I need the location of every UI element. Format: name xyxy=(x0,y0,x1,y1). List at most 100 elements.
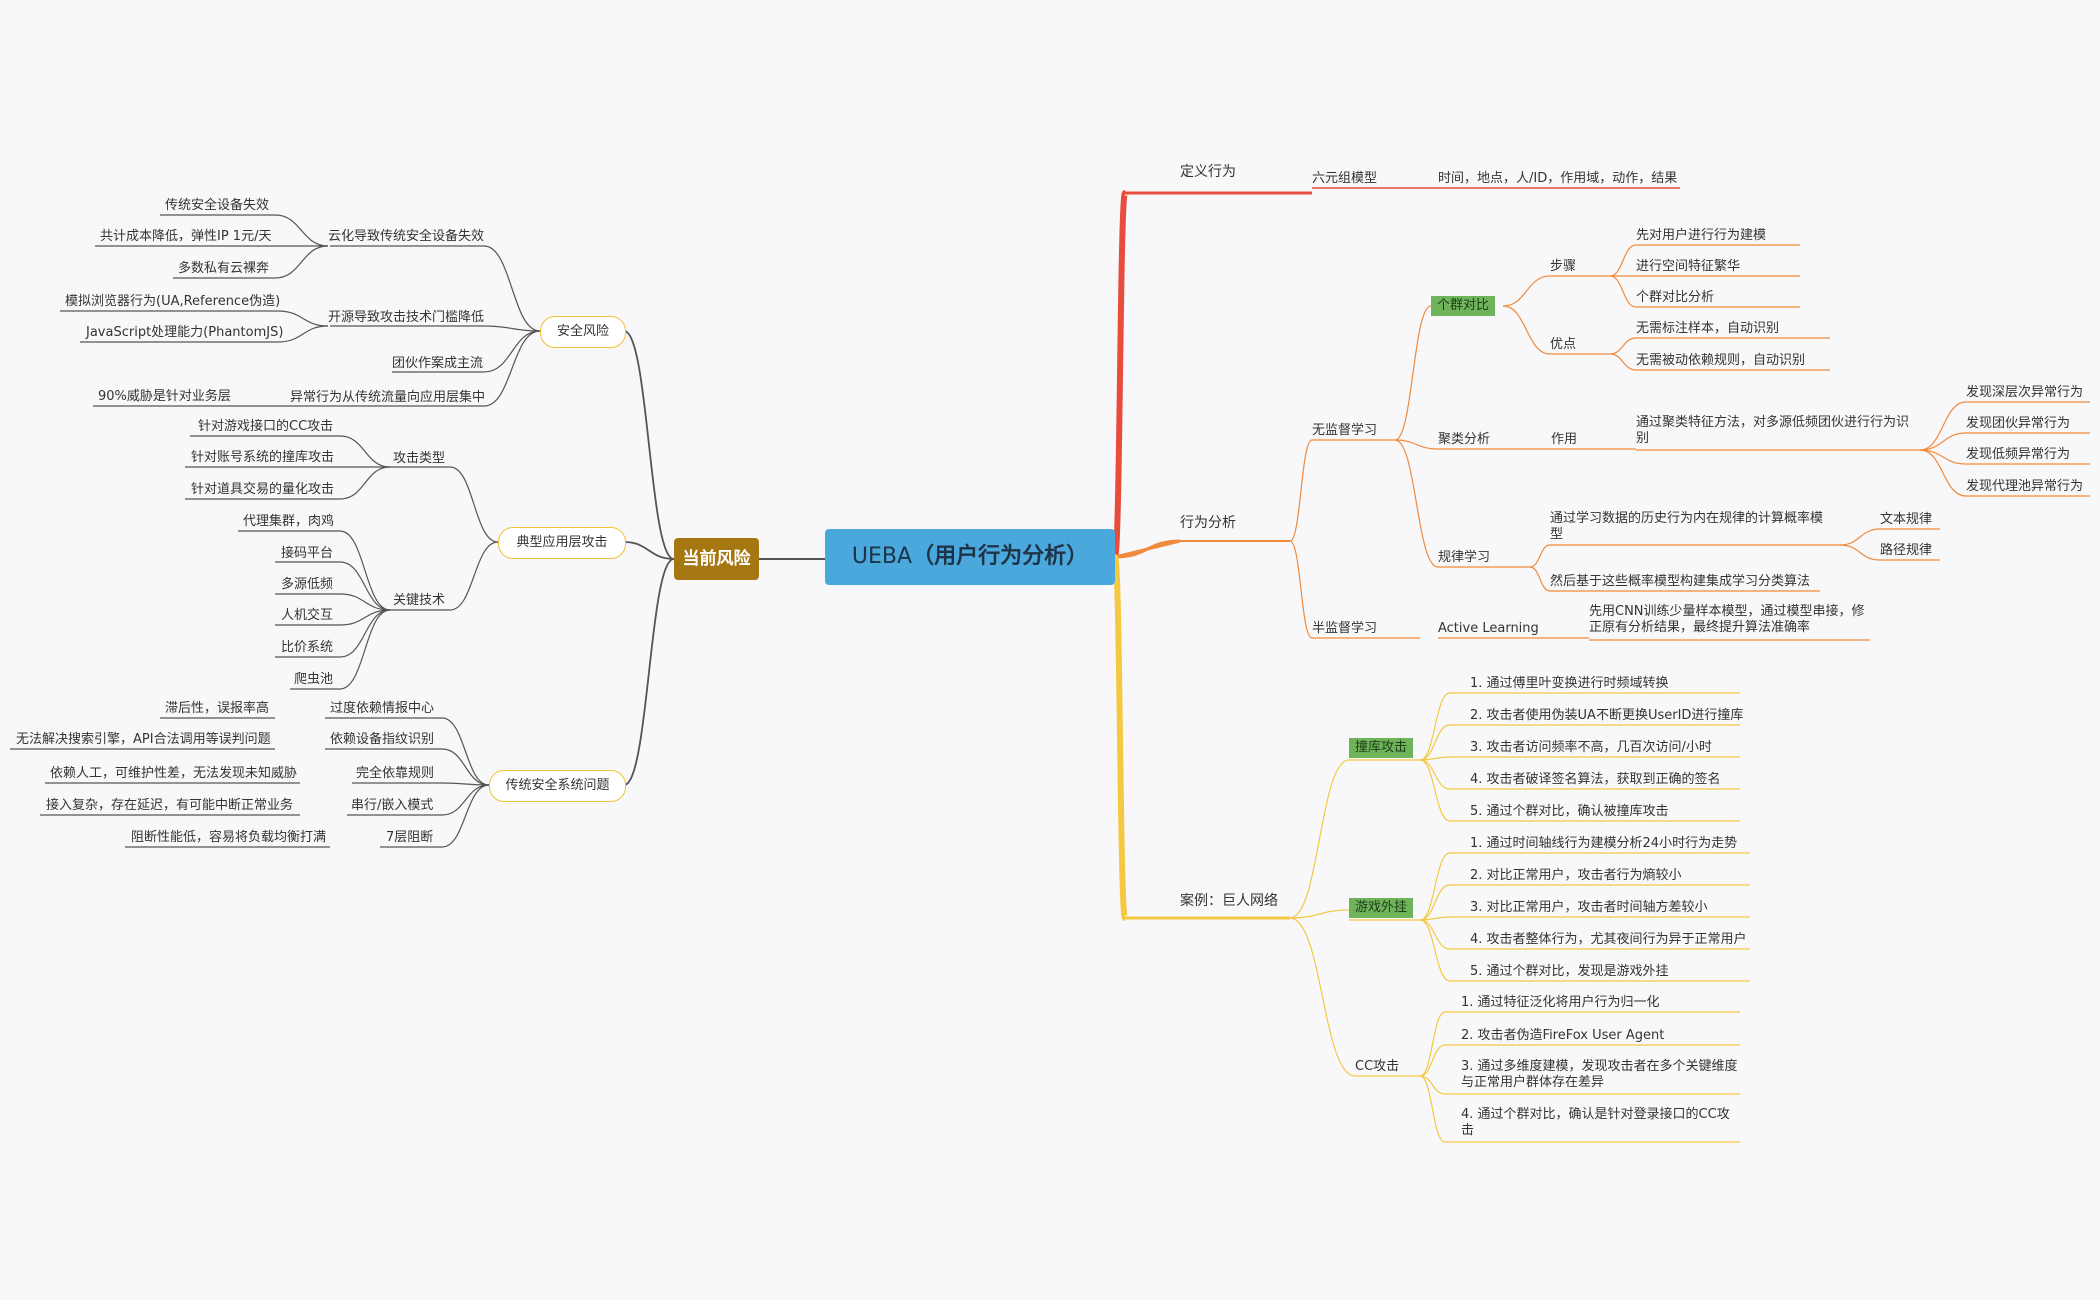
leaf-rule-detail-2[interactable]: 然后基于这些概率模型构建集成学习分类算法 xyxy=(1550,574,1811,589)
leaf-tech-3[interactable]: 多源低频 xyxy=(281,577,334,592)
node-trad-4[interactable]: 串行/嵌入模式 xyxy=(351,798,434,813)
leaf-tech-4[interactable]: 人机交互 xyxy=(281,608,334,623)
leaf-type-2[interactable]: 针对账号系统的撞库攻击 xyxy=(191,450,335,465)
node-typical-attack[interactable]: 典型应用层攻击 xyxy=(498,527,626,559)
leaf-trad-1[interactable]: 滞后性，误报率高 xyxy=(165,701,270,716)
leaf-cheat-4[interactable]: 4. 攻击者整体行为，尤其夜间行为异于正常用户 xyxy=(1470,932,1747,947)
node-cluster[interactable]: 聚类分析 xyxy=(1438,432,1491,447)
leaf-cheat-1[interactable]: 1. 通过时间轴线行为建模分析24小时行为走势 xyxy=(1470,836,1738,851)
connector xyxy=(1919,401,1967,451)
leaf-six-tuple[interactable]: 时间，地点，人/ID，作用域，动作，结果 xyxy=(1438,171,1678,186)
leaf-stuffing-3[interactable]: 3. 攻击者访问频率不高，几百次访问/小时 xyxy=(1470,740,1712,755)
leaf-trad-4[interactable]: 接入复杂，存在延迟，有可能中断正常业务 xyxy=(46,798,294,813)
node-key-tech[interactable]: 关键技术 xyxy=(393,593,446,608)
connector xyxy=(1529,544,1551,568)
connector xyxy=(1419,724,1451,761)
node-semi-supervised[interactable]: 半监督学习 xyxy=(1312,621,1378,636)
leaf-trad-5[interactable]: 阻断性能低，容易将负载均衡打满 xyxy=(131,830,327,845)
leaf-merit-1[interactable]: 无需标注样本，自动识别 xyxy=(1636,321,1780,336)
leaf-rule-path[interactable]: 路径规律 xyxy=(1880,543,1933,558)
leaf-trad-3[interactable]: 依赖人工，可维护性差，无法发现未知威胁 xyxy=(50,766,298,781)
node-traditional-issues[interactable]: 传统安全系统问题 xyxy=(489,770,626,802)
connector xyxy=(1394,439,1439,568)
connector xyxy=(441,784,490,848)
connector xyxy=(1609,337,1637,355)
connector xyxy=(339,609,391,658)
node-cluster-role[interactable]: 作用 xyxy=(1551,432,1578,447)
leaf-cluster-3[interactable]: 发现低频异常行为 xyxy=(1966,447,2071,462)
leaf-cheat-2[interactable]: 2. 对比正常用户，攻击者行为熵较小 xyxy=(1470,868,1682,883)
leaf-cheat-3[interactable]: 3. 对比正常用户，攻击者时间轴方差较小 xyxy=(1470,900,1708,915)
connector xyxy=(1529,566,1551,592)
tag-group-compare[interactable]: 个群对比 xyxy=(1431,296,1496,316)
leaf-semi-detail[interactable]: 先用CNN训练少量样本模型，通过模型串接，修正原有分析结果，最终提升算法准确率 xyxy=(1589,604,1865,635)
leaf-cc-1[interactable]: 1. 通过特征泛化将用户行为归一化 xyxy=(1461,995,1660,1010)
connector xyxy=(1394,305,1432,441)
node-behavior-analysis[interactable]: 行为分析 xyxy=(1180,515,1236,531)
leaf-rule-text[interactable]: 文本规律 xyxy=(1880,512,1933,527)
node-active-learning[interactable]: Active Learning xyxy=(1438,621,1539,636)
connector xyxy=(449,541,499,611)
leaf-cluster-2[interactable]: 发现团伙异常行为 xyxy=(1966,416,2071,431)
leaf-cc-2[interactable]: 2. 攻击者伪造FireFox User Agent xyxy=(1461,1028,1665,1043)
central-topic[interactable]: UEBA（用户行为分析） xyxy=(825,529,1115,585)
node-six-tuple[interactable]: 六元组模型 xyxy=(1312,171,1378,186)
node-cc-attack[interactable]: CC攻击 xyxy=(1355,1059,1400,1074)
leaf-tech-2[interactable]: 接码平台 xyxy=(281,546,334,561)
node-security-risk[interactable]: 安全风险 xyxy=(540,316,626,348)
node-attack-types[interactable]: 攻击类型 xyxy=(393,451,446,466)
leaf-step-1[interactable]: 先对用户进行行为建模 xyxy=(1636,228,1767,243)
node-unsupervised[interactable]: 无监督学习 xyxy=(1312,423,1378,438)
leaf-cheat-5[interactable]: 5. 通过个群对比，发现是游戏外挂 xyxy=(1470,964,1669,979)
leaf-rule-detail-1[interactable]: 通过学习数据的历史行为内在规律的计算概率模型 xyxy=(1550,511,1824,542)
leaf-trad-2[interactable]: 无法解决搜索引擎，API合法调用等误判问题 xyxy=(16,732,271,747)
connector xyxy=(339,593,391,611)
node-merits[interactable]: 优点 xyxy=(1550,337,1577,352)
node-shift[interactable]: 异常行为从传统流量向应用层集中 xyxy=(290,390,486,405)
leaf-stuffing-1[interactable]: 1. 通过傅里叶变换进行时频域转换 xyxy=(1470,676,1669,691)
leaf-type-3[interactable]: 针对道具交易的量化攻击 xyxy=(191,482,335,497)
leaf-opensource-1[interactable]: 模拟浏览器行为(UA,Reference伪造) xyxy=(65,294,281,309)
leaf-tech-6[interactable]: 爬虫池 xyxy=(294,672,334,687)
leaf-opensource-2[interactable]: JavaScript处理能力(PhantomJS) xyxy=(86,325,284,340)
leaf-tech-1[interactable]: 代理集群，肉鸡 xyxy=(243,514,335,529)
node-opensource[interactable]: 开源导致攻击技术门槛降低 xyxy=(328,310,485,325)
node-trad-5[interactable]: 7层阻断 xyxy=(386,830,434,845)
node-trad-3[interactable]: 完全依靠规则 xyxy=(356,766,435,781)
leaf-shift-1[interactable]: 90%威胁是针对业务层 xyxy=(98,389,231,404)
leaf-merit-2[interactable]: 无需被动依赖规则，自动识别 xyxy=(1636,353,1806,368)
connector xyxy=(441,717,490,786)
node-define-behavior[interactable]: 定义行为 xyxy=(1180,164,1236,180)
leaf-cloud-3[interactable]: 多数私有云裸奔 xyxy=(178,261,270,276)
leaf-stuffing-2[interactable]: 2. 攻击者使用伪装UA不断更换UserID进行撞库 xyxy=(1470,708,1744,723)
connector xyxy=(1112,190,1128,560)
leaf-tech-5[interactable]: 比价系统 xyxy=(281,640,334,655)
node-gang[interactable]: 团伙作案成主流 xyxy=(392,356,484,371)
leaf-cc-3[interactable]: 3. 通过多维度建模，发现攻击者在多个关键维度与正常用户群体存在差异 xyxy=(1461,1059,1738,1090)
connector xyxy=(1112,554,1128,921)
node-rule-learning[interactable]: 规律学习 xyxy=(1438,550,1491,565)
leaf-step-3[interactable]: 个群对比分析 xyxy=(1636,290,1715,305)
node-trad-2[interactable]: 依赖设备指纹识别 xyxy=(330,732,435,747)
connector xyxy=(1419,919,1451,950)
node-steps[interactable]: 步骤 xyxy=(1550,259,1577,274)
leaf-step-2[interactable]: 进行空间特征繁华 xyxy=(1636,259,1741,274)
leaf-cloud-2[interactable]: 共计成本降低，弹性IP 1元/天 xyxy=(100,229,272,244)
leaf-cc-4[interactable]: 4. 通过个群对比，确认是针对登录接口的CC攻击 xyxy=(1461,1107,1730,1138)
node-case-giant[interactable]: 案例：巨人网络 xyxy=(1180,893,1278,909)
connector xyxy=(483,330,541,373)
leaf-stuffing-4[interactable]: 4. 攻击者破译签名算法，获取到正确的签名 xyxy=(1470,772,1721,787)
leaf-cloud-1[interactable]: 传统安全设备失效 xyxy=(165,198,270,213)
connector xyxy=(1839,528,1881,546)
left-root-topic[interactable]: 当前风险 xyxy=(674,538,759,580)
connector xyxy=(1502,275,1551,307)
leaf-cluster-4[interactable]: 发现代理池异常行为 xyxy=(1966,479,2084,494)
tag-game-cheat[interactable]: 游戏外挂 xyxy=(1349,898,1414,918)
leaf-cluster-1[interactable]: 发现深层次异常行为 xyxy=(1966,385,2084,400)
leaf-stuffing-5[interactable]: 5. 通过个群对比，确认被撞库攻击 xyxy=(1470,804,1669,819)
leaf-cluster-detail[interactable]: 通过聚类特征方法，对多源低频团伙进行行为识别 xyxy=(1636,415,1910,446)
node-cloud[interactable]: 云化导致传统安全设备失效 xyxy=(328,229,485,244)
leaf-type-1[interactable]: 针对游戏接口的CC攻击 xyxy=(198,419,334,434)
node-trad-1[interactable]: 过度依赖情报中心 xyxy=(330,701,435,716)
tag-credential-stuffing[interactable]: 撞库攻击 xyxy=(1349,738,1414,758)
